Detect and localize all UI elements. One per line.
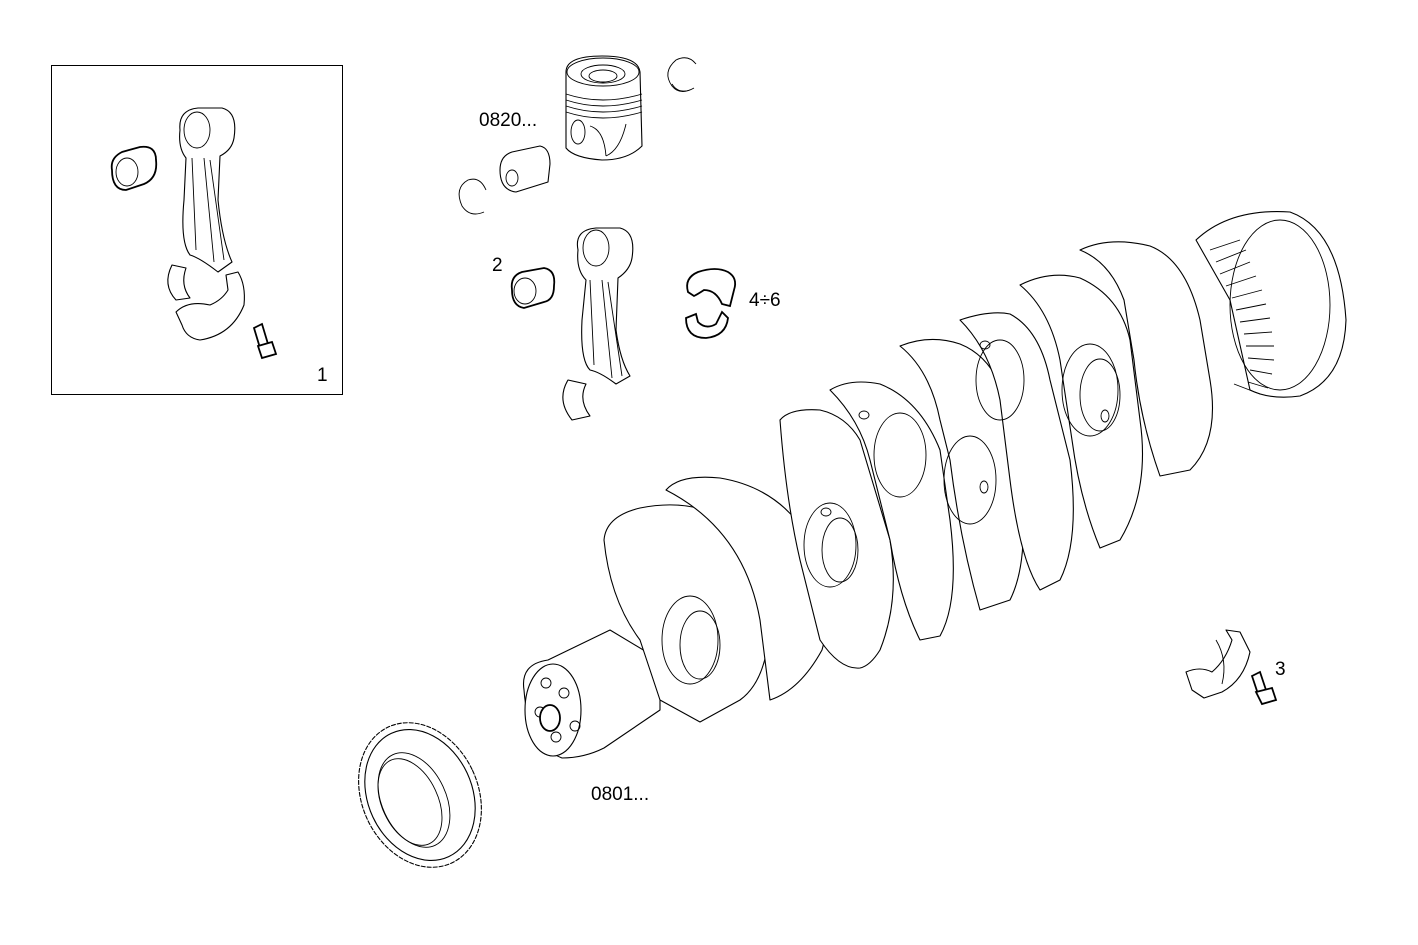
inset-bolt-drawing — [252, 322, 278, 360]
callout-0820: 0820... — [479, 110, 538, 131]
inset-bushing-drawing — [110, 145, 158, 191]
callout-0801: 0801... — [591, 784, 650, 805]
inset-connecting-rod-drawing — [167, 107, 245, 341]
callout-3: 3 — [1275, 659, 1286, 680]
callout-2: 2 — [492, 255, 503, 276]
circlip-left-drawing — [458, 178, 487, 215]
crankshaft-rear-gear-flange-drawing — [1195, 211, 1347, 398]
connecting-rod-drawing — [562, 227, 634, 421]
bushing-drawing — [510, 267, 556, 309]
piston-drawing — [565, 55, 643, 161]
bolt-drawing — [1250, 670, 1278, 706]
crankshaft-drawing — [522, 241, 1213, 759]
connecting-rod-assembly-inset — [51, 65, 343, 395]
callout-1: 1 — [317, 365, 328, 386]
bearing-shells-drawing — [685, 268, 737, 339]
piston-pin-drawing — [499, 145, 551, 193]
circlip-right-drawing — [667, 57, 697, 92]
main-bearing-cap-drawing — [1185, 629, 1251, 699]
timing-gear-drawing — [358, 722, 482, 868]
callout-4-6: 4÷6 — [749, 290, 781, 311]
